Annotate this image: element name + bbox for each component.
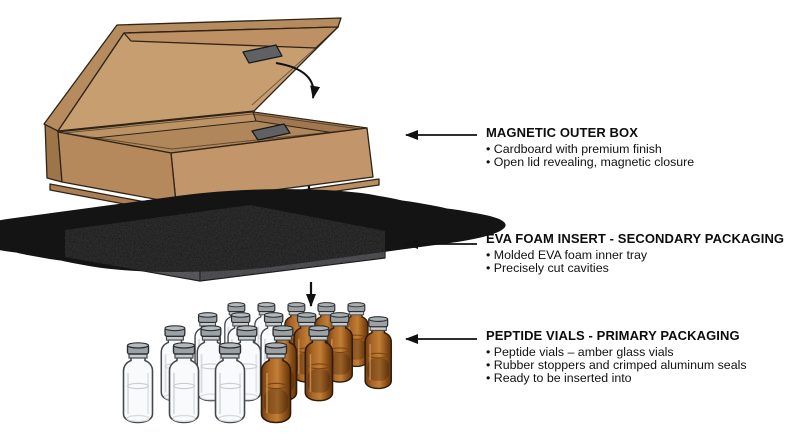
label-eva-foam-insert: EVA FOAM INSERT - SECONDARY PACKAGING Mo… [486,232,792,275]
label-peptide-vials: PEPTIDE VIALS - PRIMARY PACKAGING Peptid… [486,329,792,385]
label-bullet: Open lid revealing, magnetic closure [486,156,792,169]
label-title: PEPTIDE VIALS - PRIMARY PACKAGING [486,328,740,343]
label-bullet-list: Cardboard with premium finish Open lid r… [486,143,792,169]
foam-texture [65,205,385,281]
lid-closing-arrow-icon [275,62,321,99]
box-magnet-tab [251,123,291,141]
label-bullet: Precisely cut cavities [486,262,792,275]
vial-amber [364,316,392,390]
eva-foam-insert [65,205,385,281]
peptide-vials [122,301,392,424]
magnetic-outer-box [43,17,380,215]
label-bullet: Rubber stoppers and crimped aluminum sea… [486,359,792,372]
label-bullet: Cardboard with premium finish [486,143,792,156]
label-bullet: Molded EVA foam inner tray [486,249,792,262]
label-bullet: Peptide vials – amber glass vials [486,346,792,359]
label-bullet: Ready to be inserted into [486,371,792,385]
label-title: MAGNETIC OUTER BOX [486,125,639,140]
lid-magnet-tab [242,44,283,64]
label-title: EVA FOAM INSERT - SECONDARY PACKAGING [486,231,785,246]
label-bullet-list: Peptide vials – amber glass vials Rubber… [486,346,792,385]
label-magnetic-outer-box: MAGNETIC OUTER BOX Cardboard with premiu… [486,126,792,169]
vial-clear [122,341,154,424]
label-bullet-list: Molded EVA foam inner tray Precisely cut… [486,249,792,275]
